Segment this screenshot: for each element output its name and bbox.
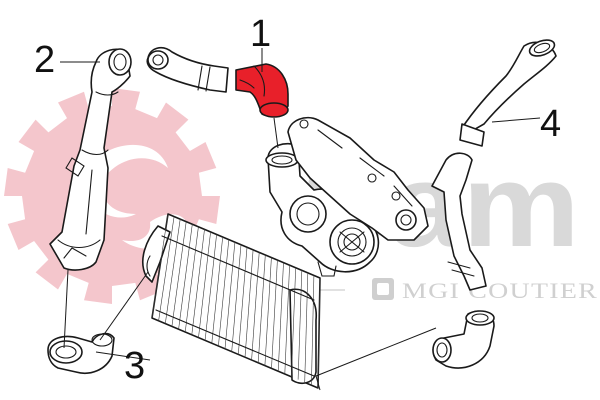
- intercooler-fin: [284, 265, 290, 375]
- intercooler: [142, 213, 321, 389]
- intercooler-fin: [271, 260, 278, 369]
- intercooler-fin: [211, 236, 223, 344]
- intercooler-fins: [151, 213, 321, 389]
- intercooler-fin: [198, 231, 211, 338]
- intercooler-fin: [264, 257, 272, 366]
- intercooler-fin: [231, 244, 242, 352]
- part-3-lower-elbow-hose: [47, 332, 115, 374]
- turbocharger: [265, 116, 429, 277]
- callout-4: 4: [540, 103, 561, 145]
- intercooler-fin: [311, 275, 315, 386]
- intercooler-fin: [191, 229, 205, 335]
- intercooler-fin: [244, 249, 254, 358]
- part-1-turbo-hose: [235, 63, 289, 118]
- callout-3: 3: [124, 345, 145, 387]
- brand-company-logo-icon: [372, 278, 394, 300]
- leader-lines: [60, 48, 541, 391]
- intercooler-fin: [151, 213, 169, 319]
- intercooler-fin: [158, 216, 175, 321]
- intercooler-fin: [165, 219, 181, 324]
- callout-2: 2: [34, 39, 55, 81]
- brand-company-name: MGI COUTIER: [402, 278, 598, 303]
- intercooler-fin: [251, 252, 260, 361]
- intercooler-fin: [238, 247, 248, 355]
- part-4-right-hose: [431, 39, 557, 369]
- intercooler-fin: [218, 239, 230, 347]
- intercooler-fin: [277, 262, 284, 372]
- intercooler-fin: [317, 277, 321, 389]
- callout-1: 1: [250, 13, 271, 55]
- intercooler-fin: [297, 270, 303, 380]
- intercooler-fin: [291, 267, 296, 377]
- intercooler-fin: [184, 226, 199, 333]
- intercooler-fin: [224, 242, 236, 349]
- intercooler-fin: [204, 234, 217, 341]
- upper-connecting-hose: [146, 46, 229, 93]
- intercooler-fin: [304, 272, 309, 383]
- part-2-intake-pipe: [49, 48, 132, 271]
- intercooler-fin: [171, 221, 187, 327]
- intercooler-fin: [178, 224, 193, 330]
- intercooler-fin: [257, 254, 266, 363]
